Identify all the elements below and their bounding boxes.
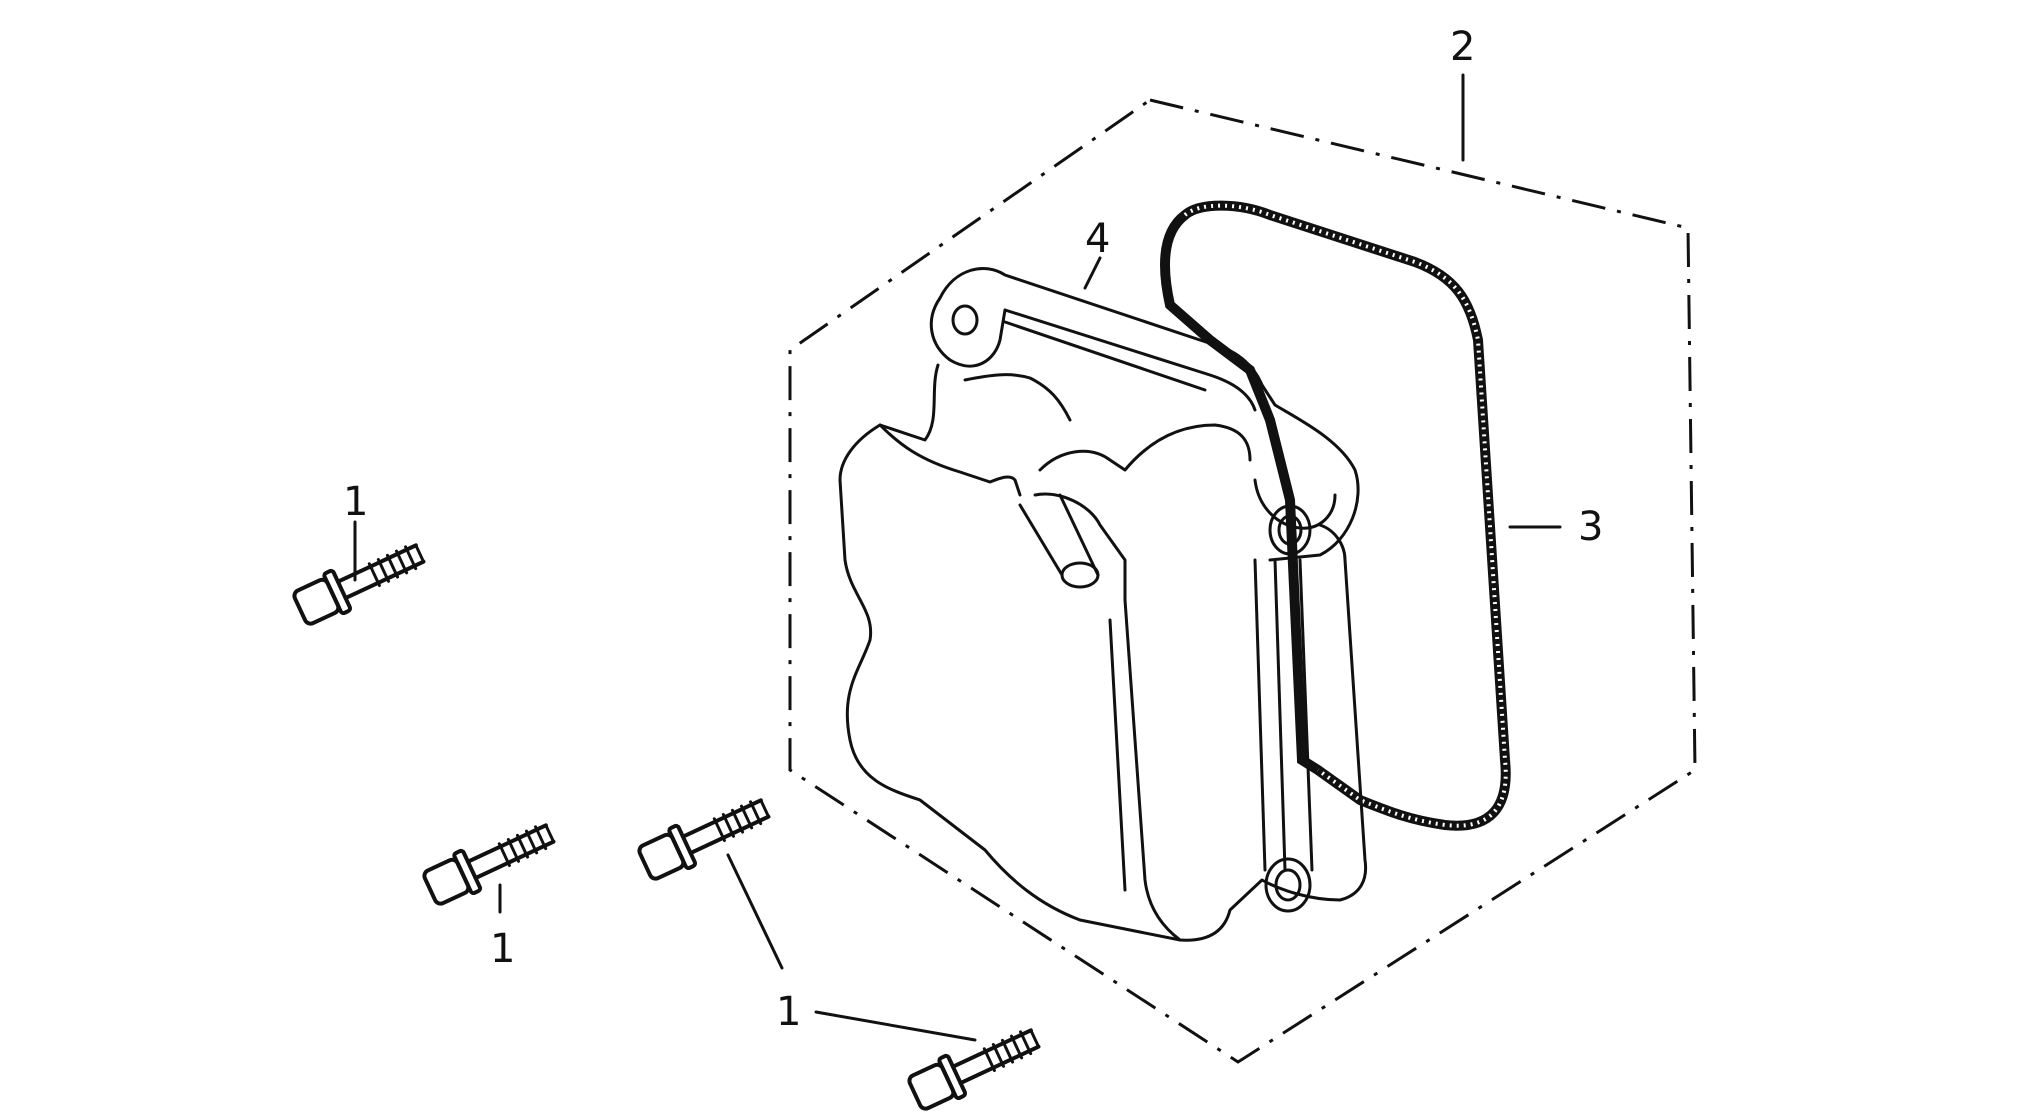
bolt-bottom — [907, 1028, 1041, 1111]
bolt-center — [637, 798, 771, 881]
callout-bolt-middle-left: 1 — [490, 926, 515, 972]
cylinder-head-cover — [838, 267, 1368, 942]
callout-cover: 4 — [1085, 216, 1110, 262]
callout-gasket: 3 — [1578, 504, 1603, 550]
callout-assembly: 2 — [1450, 24, 1475, 70]
bolt-middle-left — [422, 823, 556, 906]
assembly-boundary — [788, 98, 1697, 1064]
leader-lines — [353, 73, 1562, 1042]
callout-bolt-bottom: 1 — [776, 989, 801, 1035]
bolt-top-left — [292, 543, 426, 626]
callout-bolt-top-left: 1 — [343, 479, 368, 525]
gasket-part — [1160, 200, 1511, 831]
